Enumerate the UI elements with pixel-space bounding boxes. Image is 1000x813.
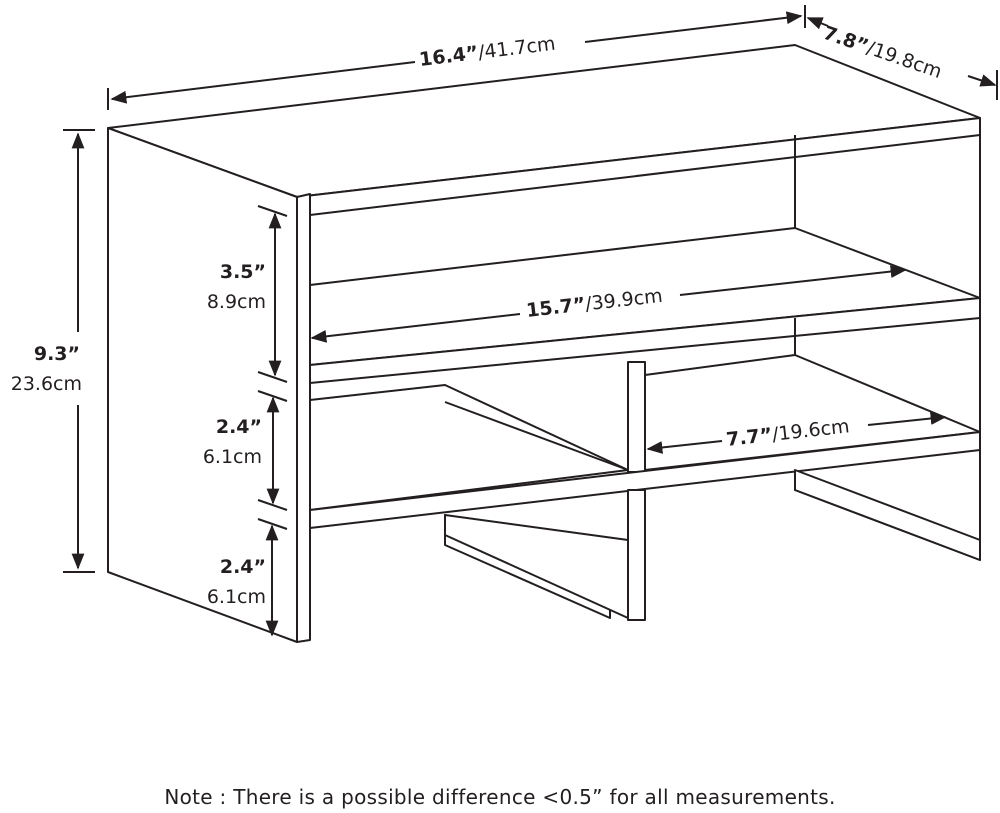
center-leg-front xyxy=(627,489,646,621)
center-divider xyxy=(627,361,646,473)
width-inches: 16.4” xyxy=(418,42,480,71)
height-cm: 23.6cm xyxy=(11,373,82,395)
width-dimension: 16.4”/41.7cm xyxy=(107,5,806,110)
bottom-clearance-cm: 6.1cm xyxy=(207,586,266,608)
bottom-clearance-inches: 2.4” xyxy=(220,556,266,578)
middle-compartment-inches: 2.4” xyxy=(216,416,262,438)
top-compartment-inches: 3.5” xyxy=(220,261,266,283)
height-inches: 9.3” xyxy=(34,343,80,365)
svg-text:16.4”/41.7cm: 16.4”/41.7cm xyxy=(418,33,557,71)
height-dimension: 9.3” 23.6cm xyxy=(11,129,95,573)
measurement-note: Note : There is a possible difference <0… xyxy=(164,785,836,809)
left-side-panel xyxy=(107,127,298,643)
top-compartment-cm: 8.9cm xyxy=(207,291,266,313)
width-cm: /41.7cm xyxy=(477,33,557,64)
compartment-height-dimensions: 3.5” 8.9cm 2.4” 6.1cm 2.4” 6.1cm xyxy=(203,205,288,637)
depth-inches: 7.8” xyxy=(820,22,871,58)
middle-compartment-cm: 6.1cm xyxy=(203,446,262,468)
shelf-drawing xyxy=(107,44,981,643)
cubby-width-inches: 7.7” xyxy=(725,424,773,451)
